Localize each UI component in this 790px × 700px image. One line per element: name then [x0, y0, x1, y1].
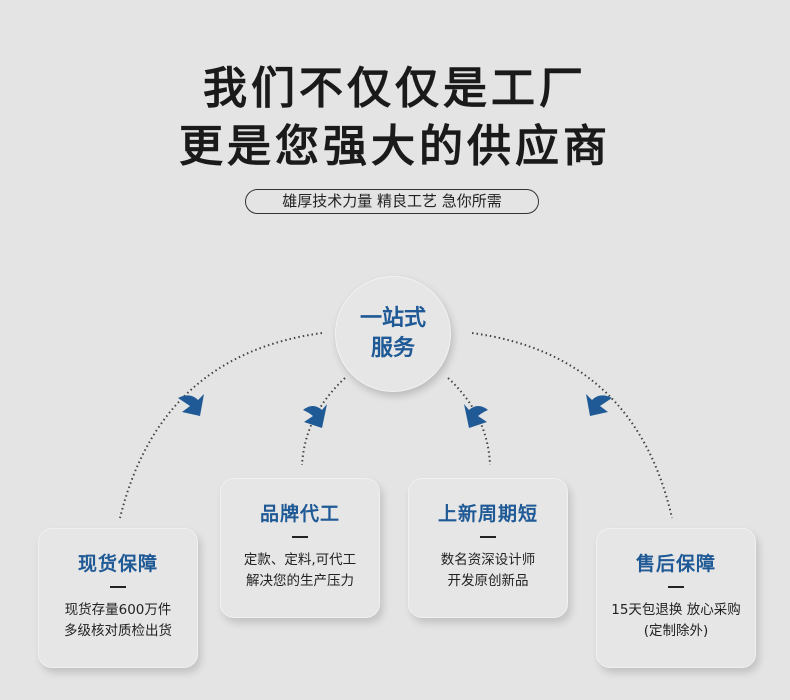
- divider: [480, 536, 496, 538]
- card-after-sales: 售后保障 15天包退换 放心采购 (定制除外): [596, 528, 756, 668]
- card-line: 定款、定料,可代工: [243, 552, 357, 568]
- card-line: 数名资深设计师: [440, 552, 536, 568]
- connector-outer-left: [119, 332, 323, 519]
- card-title: 上新周期短: [437, 503, 538, 525]
- card-line: 解决您的生产压力: [246, 573, 354, 589]
- arrow-icon: [464, 404, 488, 428]
- card-fast-release: 上新周期短 数名资深设计师 开发原创新品: [408, 478, 568, 618]
- center-service-circle: 一站式 服务: [335, 276, 451, 392]
- arrow-icon: [303, 404, 327, 428]
- connector-outer-right: [471, 332, 673, 519]
- divider: [668, 586, 684, 588]
- card-title: 品牌代工: [259, 503, 340, 525]
- heading-line-2: 更是您强大的供应商: [179, 121, 611, 172]
- center-line-2: 服务: [370, 336, 415, 361]
- card-line: 多级核对质检出货: [64, 623, 172, 639]
- heading-line-1: 我们不仅仅是工厂: [203, 63, 587, 114]
- divider: [110, 586, 126, 588]
- arrow-icon: [178, 394, 204, 416]
- card-line: 开发原创新品: [447, 573, 529, 589]
- center-line-1: 一站式: [359, 306, 426, 331]
- card-line: 15天包退换 放心采购: [611, 602, 741, 618]
- card-oem: 品牌代工 定款、定料,可代工 解决您的生产压力: [220, 478, 380, 618]
- card-line: 现货存量600万件: [64, 602, 172, 618]
- card-stock-guarantee: 现货保障 现货存量600万件 多级核对质检出货: [38, 528, 198, 668]
- card-title: 现货保障: [77, 553, 158, 575]
- tagline-pill: 雄厚技术力量 精良工艺 急你所需: [245, 189, 539, 214]
- arrow-icon: [586, 394, 612, 416]
- divider: [292, 536, 308, 538]
- card-title: 售后保障: [635, 553, 716, 575]
- card-line: (定制除外): [643, 623, 709, 639]
